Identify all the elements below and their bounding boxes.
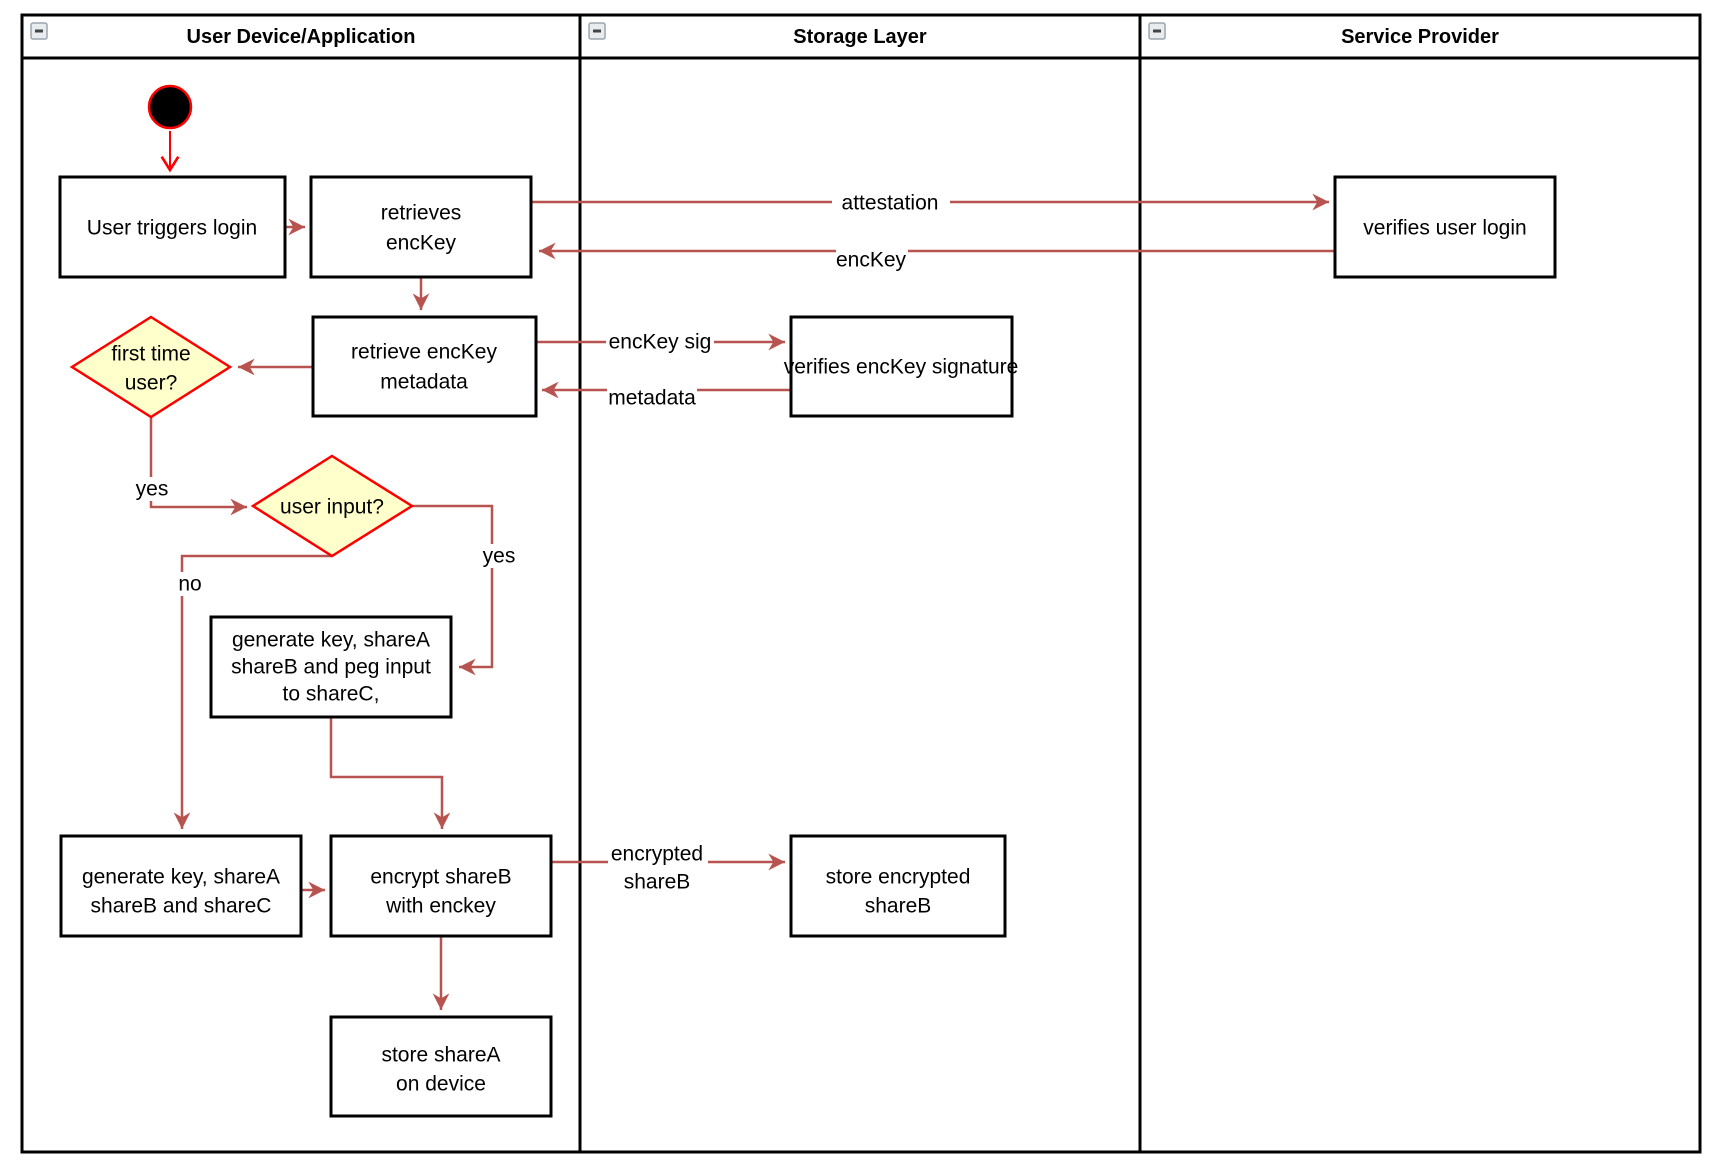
node-generate-key-sharec[interactable]: generate key, shareA shareB and shareC bbox=[59, 834, 303, 938]
node-box[interactable] bbox=[309, 175, 533, 279]
node-label: to shareC, bbox=[283, 683, 380, 706]
node-label: encKey bbox=[386, 232, 457, 255]
edge-userinput-yes bbox=[412, 504, 494, 676]
node-label: generate key, shareA bbox=[82, 866, 280, 889]
node-label: with enckey bbox=[385, 895, 496, 918]
edge-peg-to-encrypt bbox=[329, 717, 451, 829]
node-box[interactable] bbox=[789, 315, 1014, 418]
label-backdrop bbox=[607, 386, 697, 411]
node-label: shareB bbox=[865, 895, 932, 918]
lane-title-storage-layer: Storage Layer bbox=[793, 26, 927, 48]
edge-label-firsttime-yes: yes bbox=[136, 478, 169, 501]
swimlane-pool: User Device/Application Storage Layer Se… bbox=[20, 13, 1702, 1154]
label-backdrop bbox=[479, 544, 519, 568]
node-label: encrypt shareB bbox=[370, 866, 511, 889]
node-label: verifies user login bbox=[1363, 217, 1526, 240]
node-store-sharea-on-device[interactable]: store shareA on device bbox=[329, 1015, 553, 1118]
edge-label-userinput-yes: yes bbox=[483, 545, 516, 568]
node-box[interactable] bbox=[311, 315, 538, 418]
decision-first-time-user[interactable]: first time user? bbox=[69, 315, 233, 419]
collapse-lane-button[interactable] bbox=[30, 22, 48, 40]
node-user-triggers-login[interactable]: User triggers login bbox=[58, 175, 287, 279]
edge-label-encrypted-shareb-line2: shareB bbox=[624, 871, 691, 894]
node-box[interactable] bbox=[58, 175, 287, 279]
node-label: retrieves bbox=[381, 202, 462, 225]
collapse-lane-button[interactable] bbox=[1148, 22, 1166, 40]
node-label: generate key, shareA bbox=[232, 629, 430, 652]
edge-label-encrypted-shareb-line1: encrypted bbox=[611, 843, 703, 866]
node-label: on device bbox=[396, 1073, 486, 1096]
start-node[interactable] bbox=[147, 84, 193, 130]
lane-header-user-device: User Device/Application bbox=[30, 22, 416, 48]
node-label: verifies encKey signature bbox=[784, 356, 1019, 379]
decision-diamond[interactable] bbox=[250, 454, 415, 558]
lane-header-storage-layer: Storage Layer bbox=[588, 22, 927, 48]
node-label: user? bbox=[125, 372, 178, 395]
node-label: shareB and shareC bbox=[91, 895, 272, 918]
node-box[interactable] bbox=[1333, 175, 1557, 279]
decision-user-input[interactable]: user input? bbox=[250, 454, 415, 558]
label-backdrop bbox=[836, 248, 908, 273]
node-retrieves-enckey[interactable]: retrieves encKey bbox=[309, 175, 533, 279]
edge-label-attestation: attestation bbox=[842, 192, 939, 215]
node-box[interactable] bbox=[209, 615, 453, 719]
edge-label-userinput-no: no bbox=[178, 573, 201, 596]
edge-labels: attestation encKey encKey sig metadata y… bbox=[132, 190, 950, 895]
pool-border bbox=[20, 13, 1702, 1154]
node-label: metadata bbox=[380, 371, 468, 394]
node-box[interactable] bbox=[329, 834, 553, 938]
node-label: first time bbox=[111, 343, 190, 366]
edge-label-enckey-return: encKey bbox=[836, 249, 907, 272]
node-label: store encrypted bbox=[826, 866, 971, 889]
node-box[interactable] bbox=[59, 834, 303, 938]
collapse-lane-button[interactable] bbox=[588, 22, 606, 40]
edge-userinput-no bbox=[173, 554, 332, 829]
label-backdrop bbox=[606, 330, 714, 355]
node-store-encrypted-shareb[interactable]: store encrypted shareB bbox=[789, 834, 1007, 938]
node-label: store shareA bbox=[381, 1044, 500, 1067]
node-encrypt-shareb[interactable]: encrypt shareB with enckey bbox=[329, 834, 553, 938]
node-label: retrieve encKey bbox=[351, 341, 497, 364]
edge-label-metadata-return: metadata bbox=[608, 387, 696, 410]
decision-diamond[interactable] bbox=[69, 315, 233, 419]
node-label: user input? bbox=[280, 496, 384, 519]
node-generate-key-peg-input[interactable]: generate key, shareA shareB and peg inpu… bbox=[209, 615, 453, 719]
edges bbox=[149, 131, 1335, 1010]
node-box[interactable] bbox=[329, 1015, 553, 1118]
nodes: User triggers login retrieves encKey ver… bbox=[58, 84, 1557, 1118]
node-label: User triggers login bbox=[87, 217, 257, 240]
label-backdrop bbox=[172, 572, 208, 596]
edge-firsttime-yes bbox=[149, 417, 247, 516]
edge-label-enckey-sig: encKey sig bbox=[609, 331, 712, 354]
label-backdrop bbox=[132, 477, 172, 501]
label-backdrop bbox=[832, 190, 950, 215]
node-box[interactable] bbox=[789, 834, 1007, 938]
node-label: shareB and peg input bbox=[231, 656, 431, 679]
node-verifies-user-login[interactable]: verifies user login bbox=[1333, 175, 1557, 279]
label-backdrop bbox=[608, 840, 708, 895]
node-retrieve-enckey-metadata[interactable]: retrieve encKey metadata bbox=[311, 315, 538, 418]
node-verifies-enckey-signature[interactable]: verifies encKey signature bbox=[784, 315, 1019, 418]
lane-header-service-provider: Service Provider bbox=[1148, 22, 1499, 48]
lane-title-service-provider: Service Provider bbox=[1341, 26, 1499, 48]
lane-title-user-device: User Device/Application bbox=[187, 26, 416, 48]
